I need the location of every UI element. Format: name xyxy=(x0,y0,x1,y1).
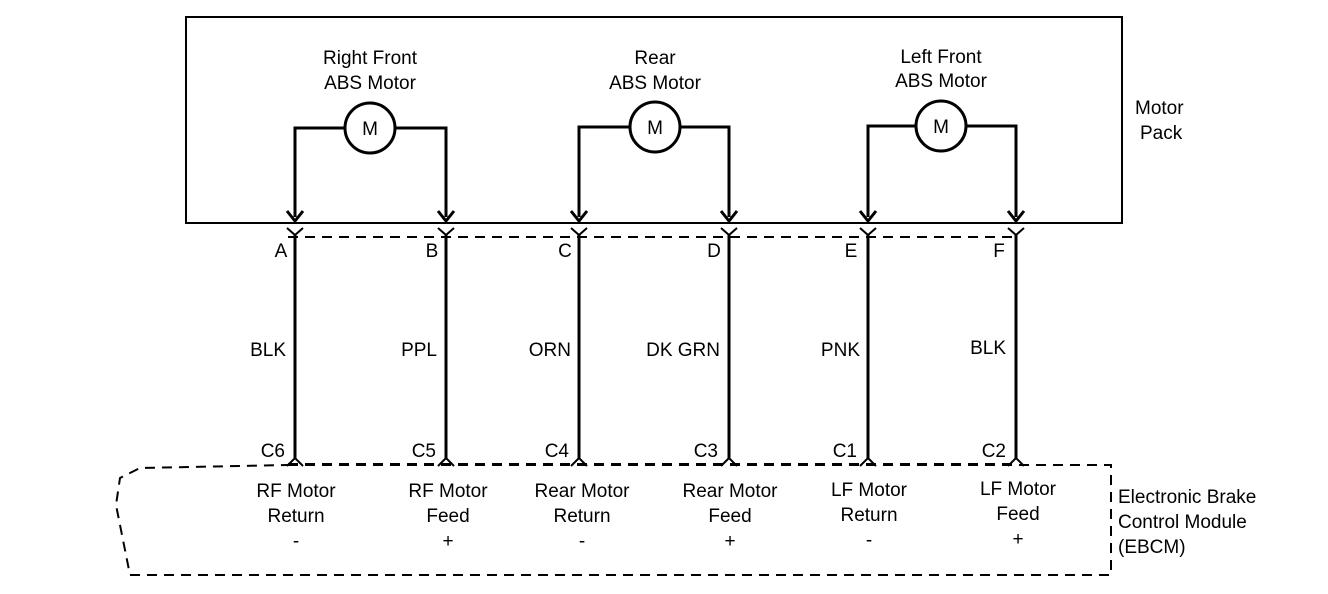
terminal-chevron xyxy=(720,227,738,237)
terminal-chevron xyxy=(1007,227,1025,237)
pin-arrow-head xyxy=(569,210,589,224)
motor-title-line-1: Rear xyxy=(634,48,676,69)
motor-symbol-circle xyxy=(343,101,397,155)
motor-lead-wire xyxy=(866,124,915,217)
wire-color-label: PPL xyxy=(401,340,437,361)
circuit-function-line-2: Return xyxy=(840,505,897,526)
motor-lead-wire xyxy=(967,124,1018,217)
pin-arrow-head xyxy=(436,210,456,224)
motor-pack-outline xyxy=(185,16,1123,224)
connector-pin-label: C xyxy=(558,241,572,262)
motor-title-line-2: ABS Motor xyxy=(324,73,417,94)
motor-lead-wire xyxy=(293,126,344,217)
circuit-polarity: - xyxy=(293,531,299,552)
circuit-function-line-1: Rear Motor xyxy=(534,481,630,502)
pin-arrow-head xyxy=(719,210,739,224)
motor-symbol-circle xyxy=(628,100,682,154)
circuit-polarity: - xyxy=(579,531,585,552)
motor-rear: Rear ABS Motor M xyxy=(577,48,731,217)
circuit-function-line-1: RF Motor xyxy=(408,481,488,502)
circuit-function-line-1: LF Motor xyxy=(980,479,1057,500)
motor-lead-wire xyxy=(681,125,731,217)
terminal-chevron xyxy=(720,456,738,467)
circuit-function-line-2: Return xyxy=(267,506,324,527)
circuit-polarity: - xyxy=(866,530,872,551)
circuit-e: E PNK C1 LF Motor Return - xyxy=(821,210,908,551)
circuit-f: F BLK C2 LF Motor Feed + xyxy=(970,210,1057,550)
motor-symbol: M xyxy=(647,118,663,139)
terminal-chevron xyxy=(1007,456,1025,467)
wire-color-label: PNK xyxy=(821,340,860,361)
ebcm-pin-label: C6 xyxy=(261,441,285,462)
ebcm-label-line-1: Electronic Brake xyxy=(1118,487,1256,508)
pin-arrow-head xyxy=(1006,210,1026,224)
connector-pin-label: F xyxy=(993,241,1005,262)
terminal-chevron xyxy=(570,456,588,467)
terminal-chevron xyxy=(859,227,877,237)
connector-pin-label: B xyxy=(426,241,439,262)
wire-color-label: DK GRN xyxy=(646,340,720,361)
circuit-b: B PPL C5 RF Motor Feed + xyxy=(401,210,488,552)
circuit-a: A BLK C6 RF Motor Return - xyxy=(250,210,336,552)
circuit-polarity: + xyxy=(442,531,453,552)
motor-title-line-1: Left Front xyxy=(900,47,982,68)
circuit-d: D DK GRN C3 Rear Motor Feed + xyxy=(646,210,778,552)
motor-symbol: M xyxy=(362,119,378,140)
circuit-function-line-2: Return xyxy=(553,506,610,527)
ebcm-pin-label: C4 xyxy=(545,441,570,462)
motor-lf: Left Front ABS Motor M xyxy=(866,47,1018,217)
wire-color-label: ORN xyxy=(529,340,571,361)
ebcm-label-line-3: (EBCM) xyxy=(1118,537,1186,558)
circuit-function-line-1: RF Motor xyxy=(256,481,336,502)
motor-lead-wire xyxy=(396,126,448,217)
motor-symbol-circle xyxy=(914,99,968,153)
pin-arrow-head xyxy=(285,210,305,224)
circuit-function-line-1: Rear Motor xyxy=(682,481,778,502)
ebcm-pin-label: C1 xyxy=(833,441,857,462)
connector-pin-label: D xyxy=(707,241,721,262)
ebcm-pin-label: C5 xyxy=(412,441,436,462)
connector-pin-label: A xyxy=(275,241,288,262)
motor-title-line-1: Right Front xyxy=(323,48,418,69)
wire-color-label: BLK xyxy=(970,338,1006,359)
terminal-chevron xyxy=(859,456,877,467)
circuit-polarity: + xyxy=(724,531,735,552)
motor-pack-label-line-2: Pack xyxy=(1140,123,1183,144)
terminal-chevron xyxy=(286,227,304,237)
terminal-chevron xyxy=(437,227,455,237)
ebcm-outline xyxy=(114,464,1112,576)
circuit-function-line-2: Feed xyxy=(996,504,1039,525)
terminal-chevron xyxy=(570,227,588,237)
circuit-function-line-2: Feed xyxy=(426,506,469,527)
terminal-chevron xyxy=(286,456,304,467)
ebcm-pin-label: C3 xyxy=(694,441,718,462)
circuit-function-line-1: LF Motor xyxy=(831,480,908,501)
circuit-function-line-2: Feed xyxy=(708,506,751,527)
connector-pin-label: E xyxy=(845,241,858,262)
motor-title-line-2: ABS Motor xyxy=(609,73,702,94)
wire-color-label: BLK xyxy=(250,340,286,361)
ebcm-label-line-2: Control Module xyxy=(1118,512,1247,533)
motor-rf: Right Front ABS Motor M xyxy=(293,48,448,217)
terminal-chevron xyxy=(437,456,455,467)
circuit-polarity: + xyxy=(1012,529,1023,550)
motor-lead-wire xyxy=(577,125,629,217)
motor-pack-label-line-1: Motor xyxy=(1135,98,1184,119)
ebcm-pin-label: C2 xyxy=(982,441,1006,462)
pin-arrow-head xyxy=(858,210,878,224)
motor-title-line-2: ABS Motor xyxy=(895,71,988,92)
circuit-c: C ORN C4 Rear Motor Return - xyxy=(529,210,630,552)
motor-symbol: M xyxy=(933,117,949,138)
